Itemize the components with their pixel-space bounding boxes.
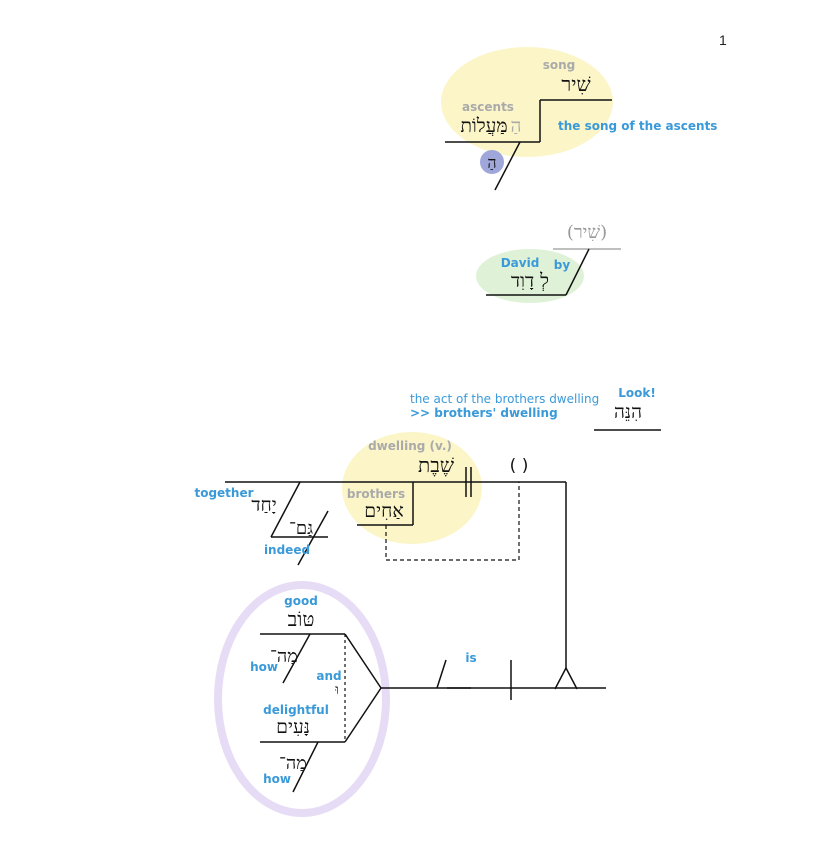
hebrew-mah-1: מַה־: [270, 646, 298, 667]
fork-upper: [344, 633, 382, 689]
gloss-how-2: how: [263, 772, 291, 786]
hebrew-article-circled: הַ: [487, 153, 496, 172]
hebrew-vav: וּ: [334, 682, 339, 698]
note-infinitive-1: the act of the brothers dwelling: [410, 392, 599, 406]
highlight-green-david: [476, 249, 584, 303]
clause-song-of-ascents: song שִׁיר ascents מַּעֲלוֹת הַ הַ the s…: [441, 47, 717, 191]
highlight-purple-predicate: [214, 581, 390, 817]
page-number: 1: [719, 32, 727, 48]
dashed-connector: [385, 482, 520, 561]
copula-slant: [436, 659, 447, 689]
article-circle: [480, 150, 504, 174]
hebrew-yachad: יָחַד: [251, 494, 276, 516]
preposition-slant-line: [565, 248, 590, 296]
gloss-song-of-ascents: the song of the ascents: [558, 119, 717, 133]
hebrew-achim: אַחִים: [364, 500, 403, 522]
gloss-song: song: [543, 58, 576, 72]
gloss-together: together: [194, 486, 253, 500]
gloss-dwelling: dwelling (v.): [368, 439, 452, 453]
pedestal-foot: [554, 666, 578, 690]
gloss-david: David: [501, 256, 540, 270]
hebrew-tov: טּוֹב: [288, 607, 315, 631]
modifier-slant-together: [270, 481, 301, 538]
hebrew-mah-2: מַה־: [279, 753, 307, 774]
clause-main: the act of the brothers dwelling >> brot…: [194, 386, 661, 817]
highlight-yellow-dwelling: [342, 432, 482, 544]
gloss-and: and: [316, 669, 341, 683]
hebrew-hinneh: הִנֵּה: [614, 401, 642, 423]
hebrew-naim: נָּעִים: [276, 716, 310, 738]
hebrew-gam: גַּם־: [289, 518, 313, 539]
gloss-by: by: [554, 258, 571, 272]
gloss-brothers: brothers: [347, 487, 405, 501]
hebrew-article-faded: הַ: [511, 115, 522, 137]
gloss-delightful: delightful: [263, 703, 329, 717]
modifier-slant-how-2: [292, 741, 319, 793]
highlight-yellow-song: [441, 47, 613, 157]
modifier-slant-how-1: [282, 633, 311, 684]
hebrew-maalot: מַּעֲלוֹת: [460, 115, 507, 137]
clause-by-david: (שִׁיר) David by לְ דָוִד: [476, 222, 621, 303]
gloss-how-1: how: [250, 660, 278, 674]
gloss-look: Look!: [618, 386, 656, 400]
gloss-good: good: [284, 594, 318, 608]
note-infinitive-2: >> brothers' dwelling: [410, 406, 558, 420]
fork-lower: [344, 687, 382, 743]
hebrew-shir: שִׁיר: [561, 72, 590, 96]
modifier-slant-indeed: [297, 510, 329, 566]
gloss-indeed: indeed: [264, 543, 310, 557]
hebrew-shevet: שֶׁבֶת: [418, 453, 454, 477]
hebrew-implied-shir: (שִׁיר): [567, 222, 607, 243]
gloss-is: is: [465, 651, 476, 665]
hebrew-le-david: לְ דָוִד: [511, 270, 549, 292]
article-slant-line: [494, 141, 521, 191]
gloss-ascents: ascents: [462, 100, 514, 114]
empty-object-slot: ( ): [510, 456, 529, 476]
